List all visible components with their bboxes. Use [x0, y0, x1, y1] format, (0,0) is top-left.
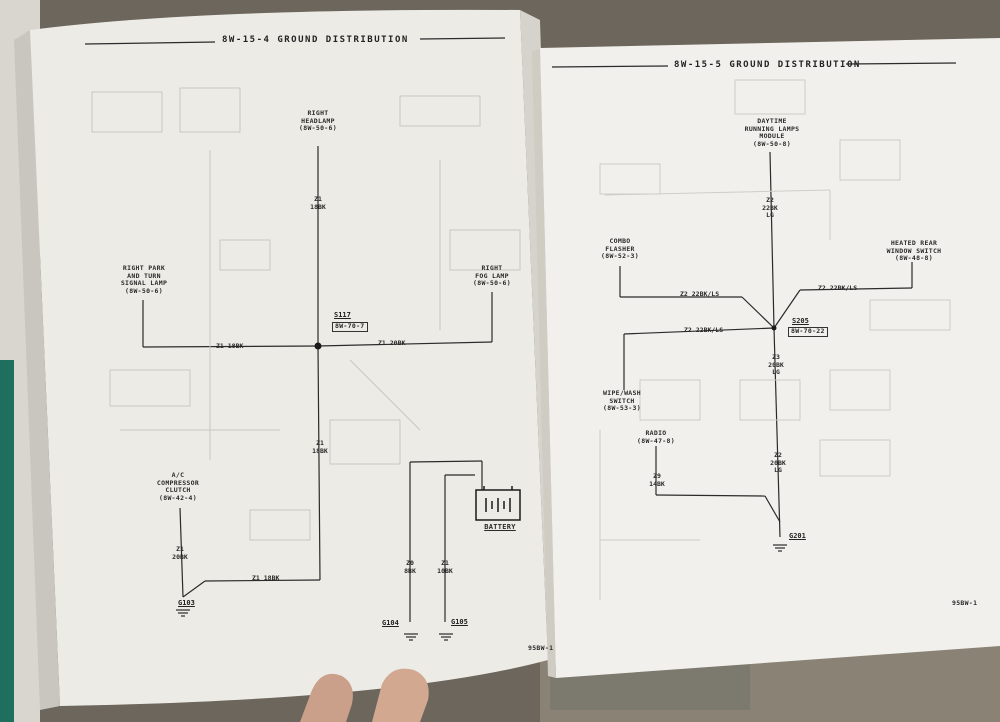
left-page-footer: 95BW-1: [528, 644, 554, 652]
splice-s205-ref: 8W-70-22: [788, 327, 828, 337]
component-ac-clutch: A/C COMPRESSOR CLUTCH (8W-42-4): [156, 471, 200, 502]
splice-s117-id: S117: [334, 311, 351, 319]
component-right-park-turn: RIGHT PARK AND TURN SIGNAL LAMP (8W-50-6…: [120, 264, 168, 295]
right-page-footer: 95BW-1: [952, 599, 978, 607]
component-combo-flasher: COMBO FLASHER (8W-52-3): [601, 237, 639, 260]
ground-g104: G104: [382, 619, 399, 627]
wire-z2-22bk-ls-combo: Z2 22BK/LS: [680, 290, 720, 298]
wire-z1-18bk-top: Z1 18BK: [310, 195, 326, 211]
component-right-headlamp: RIGHT HEADLAMP (8W-50-6): [299, 109, 337, 132]
ground-g201: G201: [789, 532, 806, 540]
component-battery: BATTERY: [484, 523, 516, 531]
wire-z1-18bk-left: Z1 18BK: [216, 342, 244, 350]
ground-g103: G103: [178, 599, 195, 607]
splice-dot-s205: [771, 325, 777, 331]
splice-dot-s117: [314, 342, 322, 350]
battery-icon: [475, 486, 521, 521]
wire-z9-14bk: Z9 14BK: [649, 472, 665, 488]
wire-z1-20bk-right: Z1 20BK: [378, 339, 406, 347]
splice-s117-ref: 8W-70-7: [332, 322, 368, 332]
component-wipe-wash-switch: WIPE/WASH SWITCH (8W-53-3): [603, 389, 641, 412]
wire-z1-20bk-ac: Z1 20BK: [172, 545, 188, 561]
right-page-header: 8W-15-5 GROUND DISTRIBUTION: [674, 60, 861, 70]
wire-z2-22bk-ls-heated: Z2 22BK/LS: [818, 284, 858, 292]
ground-g105: G105: [451, 618, 468, 626]
wire-z1-18bk-low: Z1 18BK: [312, 439, 328, 455]
wire-z3-20bk-lg: Z3 20BK LG: [768, 353, 784, 376]
component-heated-rear-window-switch: HEATED REAR WINDOW SWITCH (8W-48-8): [886, 239, 942, 262]
wire-z2-22bk-ls-wipe: Z2 22BK/LS: [684, 326, 724, 334]
component-right-fog-lamp: RIGHT FOG LAMP (8W-50-6): [473, 264, 511, 287]
wire-z0-8bk: Z0 8BK: [404, 559, 416, 575]
component-drl-module: DAYTIME RUNNING LAMPS MODULE (8W-50-8): [744, 117, 800, 148]
splice-s205-id: S205: [792, 317, 809, 325]
wire-z2-20bk-lg: Z2 20BK LG: [770, 451, 786, 474]
component-radio: RADIO (8W-47-8): [637, 429, 675, 445]
wire-z1-18bk-bottom: Z1 18BK: [252, 574, 280, 582]
left-page-header: 8W-15-4 GROUND DISTRIBUTION: [222, 35, 409, 45]
wire-z1-10bk: Z1 10BK: [437, 559, 453, 575]
wire-z2-22bk-lg: Z2 22BK LG: [762, 196, 778, 219]
